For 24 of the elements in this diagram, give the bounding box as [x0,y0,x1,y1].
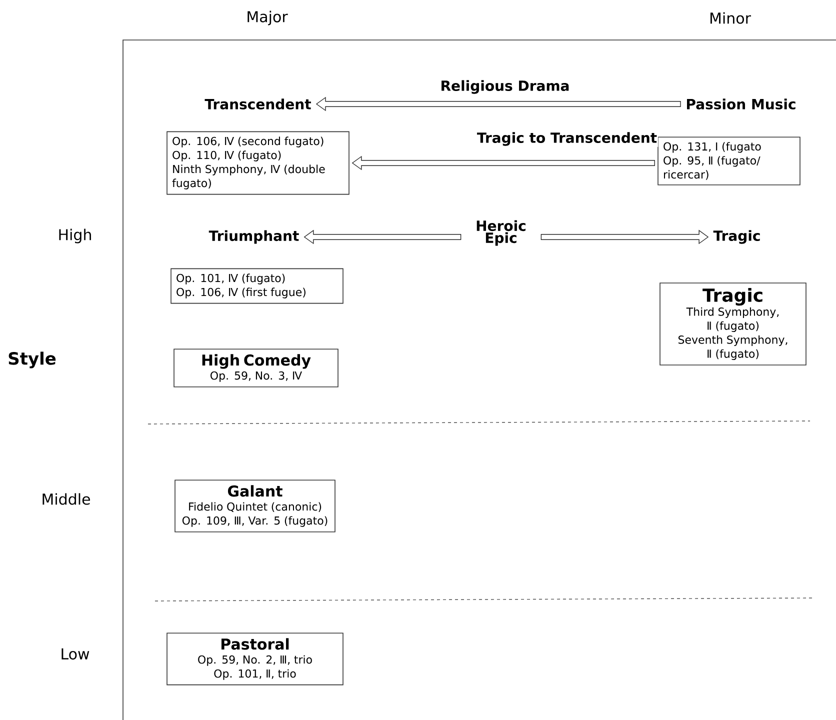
style-box: Galant Fidelio Quintet (canonic) Op. 109, Ⅲ, Var. 5 (fugato) [174,480,336,532]
axis-label: Middle [42,493,90,505]
axis-label: Major [248,10,288,26]
edge-label: Tragic to Transcendent [476,131,658,147]
block-arrow [352,156,655,170]
block-arrow [316,96,681,112]
category-label: Passion Music [687,98,796,110]
axis-label: High [59,228,91,244]
category-label: Heroic Epic [476,220,526,246]
edge-label: Religious Drama [439,79,571,95]
block-arrow [304,230,462,244]
style-box: Tragic Third Symphony, Ⅱ (fugato) Seventh Symphony, Ⅱ (fugato) [660,282,806,366]
axis-title: Style [8,352,56,368]
works-box: Op. 101, Ⅳ (fugato) Op. 106, Ⅳ (first fugue) [170,268,344,304]
axis-label: Low [62,648,90,660]
style-box: Pastoral Op. 59, No. 2, Ⅲ, trio Op. 101, Ⅱ, trio [166,632,344,686]
works-box: Op. 131, Ⅰ (fugato Op. 95, Ⅱ (fugato/ ricercar) [658,136,800,186]
works-box: Op. 106, Ⅳ (second fugato) Op. 110, Ⅳ (fugato) Ninth Symphony, Ⅳ (double fugato) [166,131,350,195]
style-box: High Comedy Op. 59, No. 3, Ⅳ [174,348,338,388]
axis-label: Minor [710,12,751,24]
category-label: Triumphant [208,230,299,244]
category-label: Transcendent [204,98,311,110]
block-arrow [540,230,709,244]
category-label: Tragic [713,230,760,244]
